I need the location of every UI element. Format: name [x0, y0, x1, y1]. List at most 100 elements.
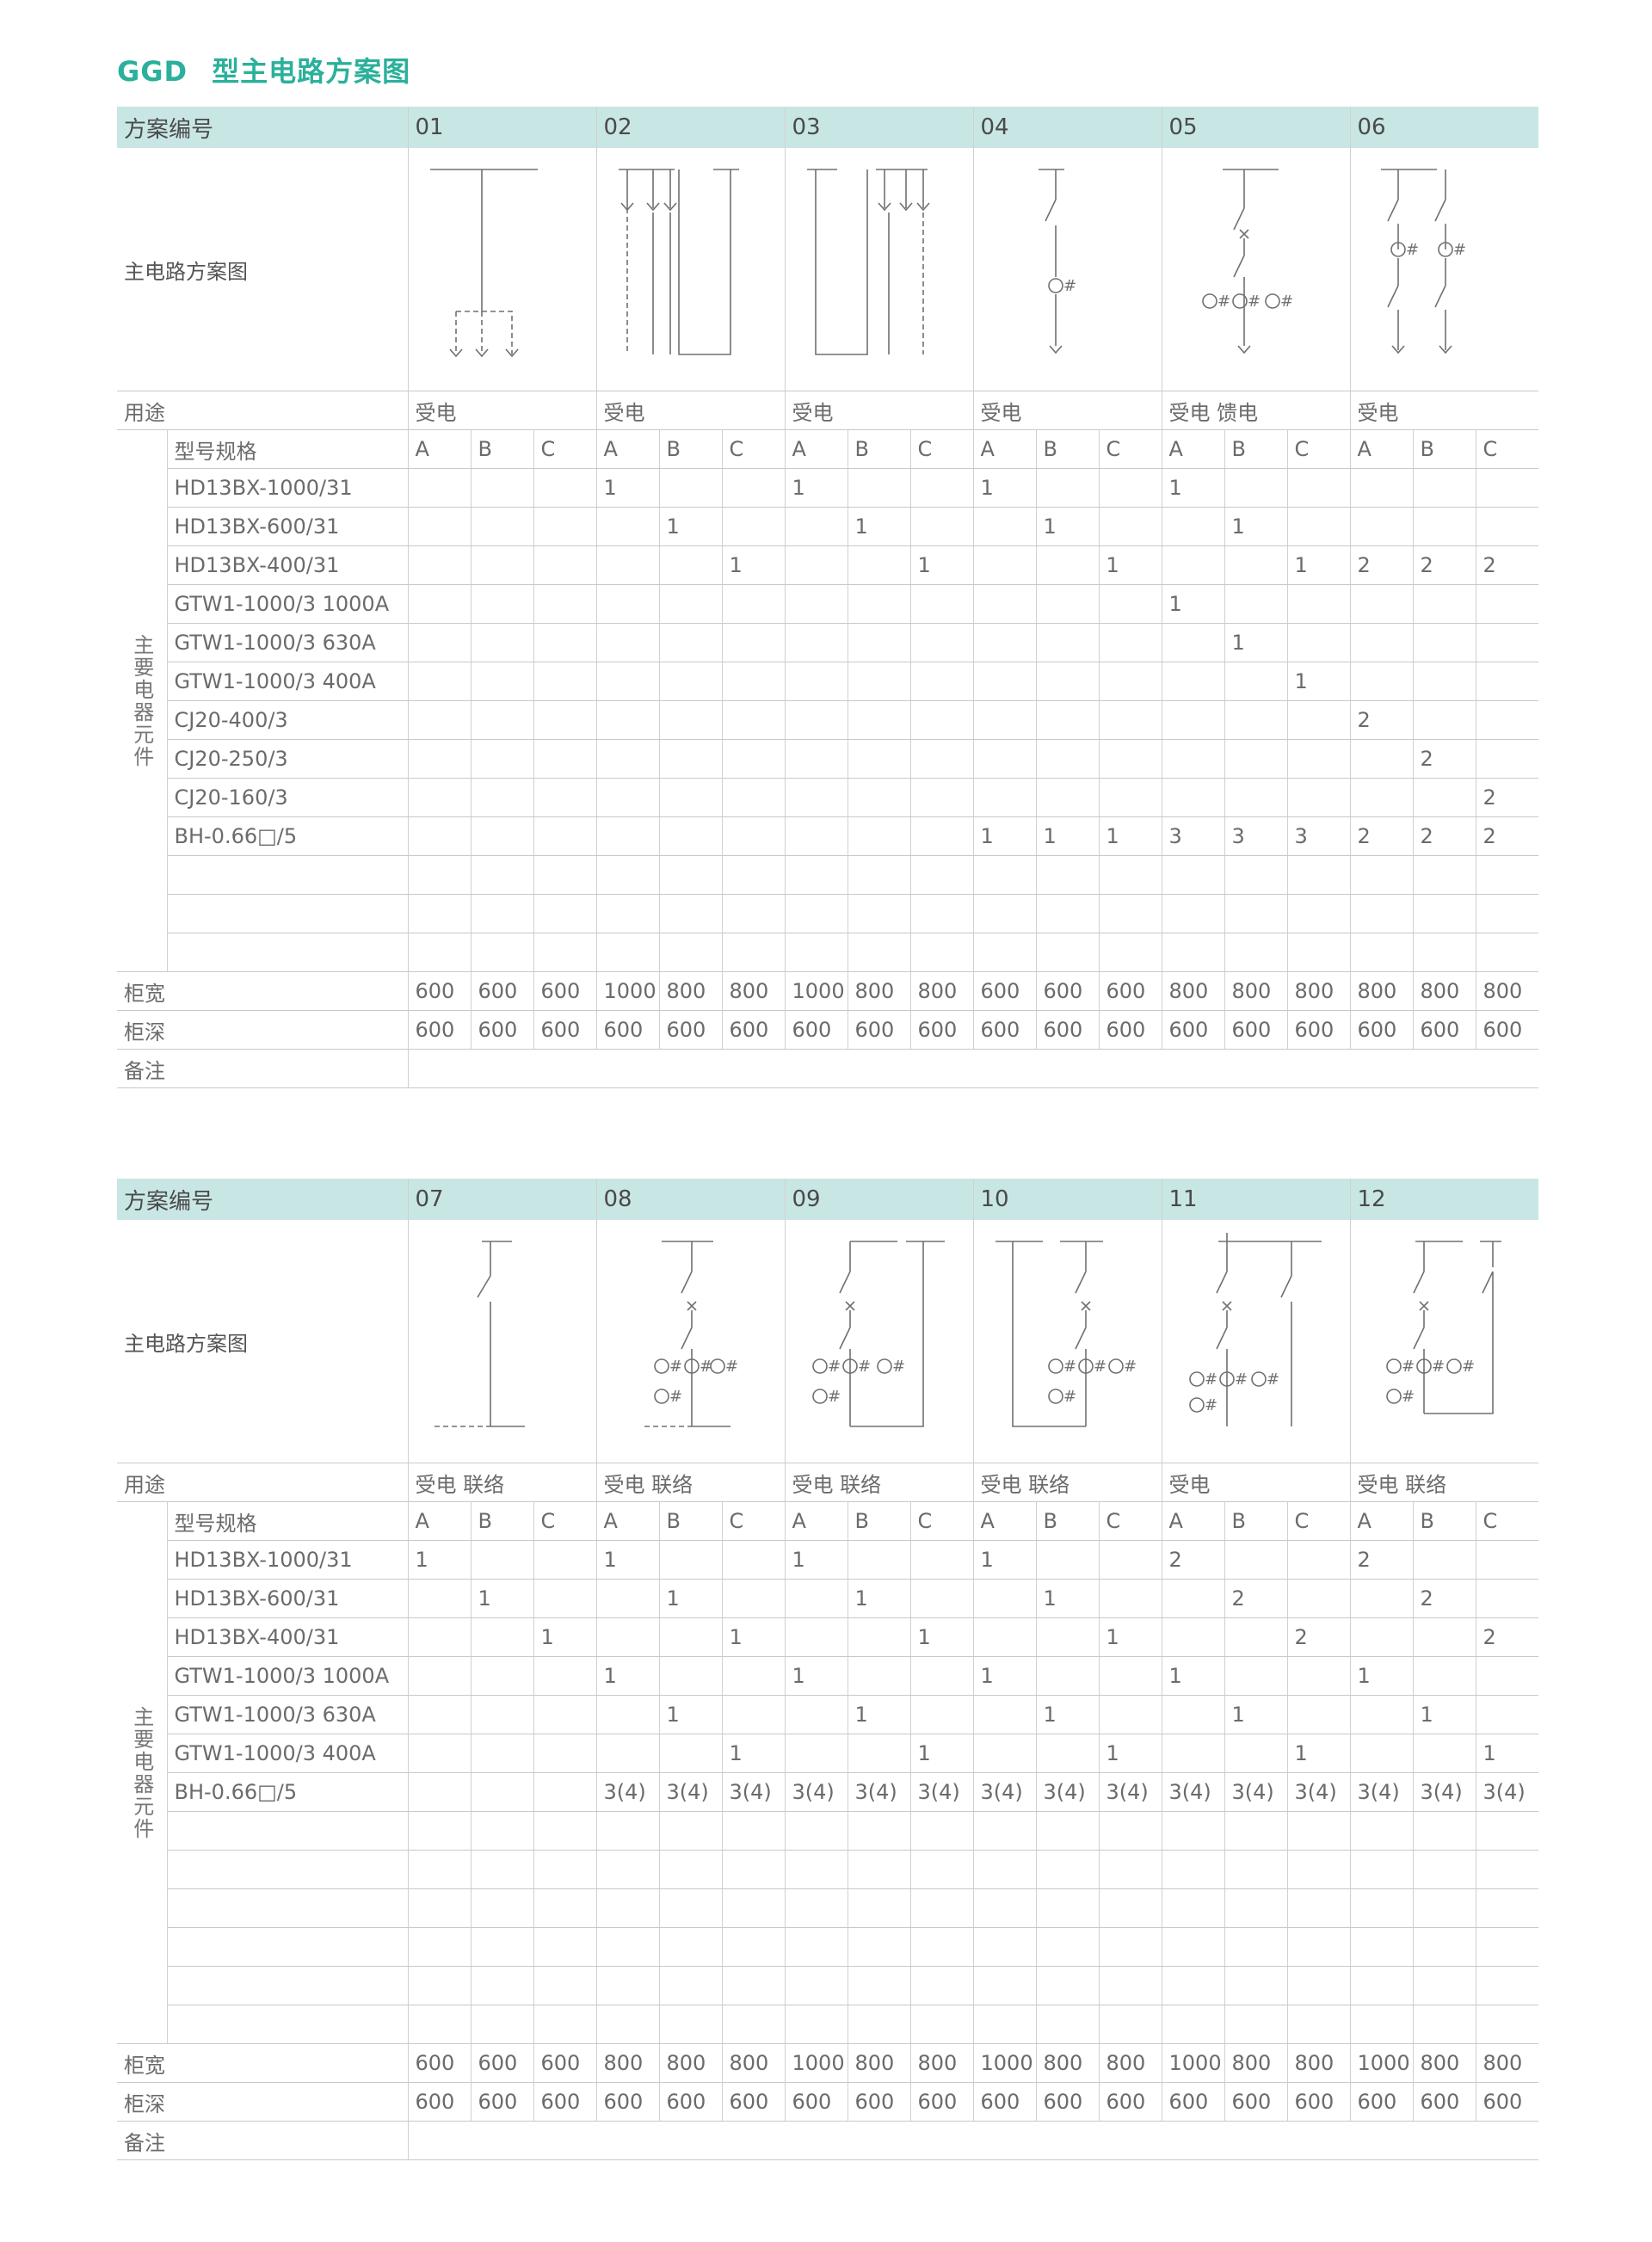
component-qty — [1036, 584, 1100, 624]
component-qty — [848, 816, 911, 856]
component-qty — [1476, 507, 1539, 546]
component-qty: 1 — [1036, 1695, 1100, 1734]
component-qty — [533, 584, 597, 624]
component-qty — [848, 662, 911, 701]
component-qty: 3(4) — [1099, 1772, 1162, 1812]
svg-text:#: # — [1205, 1370, 1217, 1389]
svg-text:#: # — [1063, 277, 1076, 295]
component-qty — [408, 1579, 472, 1618]
cabinet-depth: 600 — [1162, 2082, 1225, 2122]
component-qty: 3(4) — [1350, 1772, 1414, 1812]
component-qty — [1099, 1656, 1162, 1696]
component-qty — [1287, 1888, 1351, 1928]
component-qty — [848, 855, 911, 895]
subcol-header: C — [533, 1501, 597, 1541]
svg-text:#: # — [1402, 1358, 1415, 1376]
component-qty — [1476, 468, 1539, 508]
component-qty — [1162, 1734, 1225, 1773]
component-qty — [1413, 700, 1476, 740]
cabinet-depth: 600 — [1287, 1010, 1351, 1050]
component-qty — [1224, 468, 1288, 508]
component-qty — [408, 1850, 472, 1889]
component-qty — [408, 1772, 472, 1812]
component-qty — [1224, 1927, 1288, 1967]
component-qty — [973, 1966, 1037, 2005]
circuit-diagram-06: ## — [1350, 148, 1539, 391]
component-qty — [471, 584, 534, 624]
component-qty — [1099, 2005, 1162, 2044]
svg-text:#: # — [1205, 1396, 1217, 1414]
component-qty — [471, 816, 534, 856]
component-qty — [722, 855, 786, 895]
component-qty — [659, 1734, 723, 1773]
cabinet-width: 800 — [596, 2043, 660, 2083]
component-qty — [659, 1888, 723, 1928]
component-qty — [785, 2005, 848, 2044]
component-qty — [1350, 584, 1414, 624]
component-model: BH-0.66□/5 — [167, 1772, 409, 1812]
component-row — [117, 1888, 1539, 1928]
component-qty — [722, 700, 786, 740]
component-qty — [1350, 623, 1414, 662]
component-qty — [1350, 1579, 1414, 1618]
subcol-header: C — [910, 429, 974, 469]
subcol-header: A — [973, 1501, 1037, 1541]
cabinet-width: 800 — [1224, 2043, 1288, 2083]
component-row — [117, 1927, 1539, 1967]
component-qty — [722, 623, 786, 662]
component-qty: 3(4) — [1224, 1772, 1288, 1812]
component-qty — [1350, 1695, 1414, 1734]
component-qty — [848, 1927, 911, 1967]
model-spec-label: 型号规格 — [167, 429, 409, 469]
component-qty — [596, 662, 660, 701]
component-qty: 1 — [1476, 1734, 1539, 1773]
component-qty: 3 — [1224, 816, 1288, 856]
component-qty: 1 — [910, 1617, 974, 1657]
component-qty — [1036, 1617, 1100, 1657]
component-qty: 1 — [848, 507, 911, 546]
subcol-header: A — [596, 1501, 660, 1541]
component-qty — [910, 662, 974, 701]
component-model — [167, 933, 409, 972]
circuit-diagram-09: #### — [785, 1220, 974, 1463]
component-qty — [785, 855, 848, 895]
cabinet-depth: 600 — [659, 1010, 723, 1050]
component-qty — [785, 1734, 848, 1773]
component-qty — [1099, 1695, 1162, 1734]
component-qty: 1 — [408, 1540, 472, 1580]
component-qty — [408, 894, 472, 933]
usage-label: 用途 — [117, 391, 409, 430]
component-model: GTW1-1000/3 1000A — [167, 1656, 409, 1696]
component-qty: 2 — [1350, 700, 1414, 740]
subcol-header: A — [1162, 429, 1225, 469]
component-qty — [722, 933, 786, 972]
component-row — [117, 1966, 1539, 2005]
component-qty — [1099, 584, 1162, 624]
component-qty — [408, 1811, 472, 1851]
cabinet-width: 800 — [659, 2043, 723, 2083]
component-qty — [1476, 1695, 1539, 1734]
component-qty — [1162, 700, 1225, 740]
circuit-diagram-svg-11: #### — [1188, 1233, 1322, 1426]
component-qty — [973, 1734, 1037, 1773]
component-qty: 1 — [1287, 662, 1351, 701]
component-qty — [471, 1927, 534, 1967]
component-qty: 1 — [910, 1734, 974, 1773]
component-row — [117, 855, 1539, 895]
remark-value — [408, 2121, 1539, 2160]
component-qty — [1413, 855, 1476, 895]
components-vertical-label: 主要电器元件 — [117, 429, 168, 972]
component-qty: 1 — [785, 1656, 848, 1696]
component-qty — [533, 662, 597, 701]
svg-text:#: # — [858, 1358, 871, 1376]
component-qty — [659, 778, 723, 817]
component-qty — [722, 584, 786, 624]
subcol-header: B — [1413, 429, 1476, 469]
component-qty — [1036, 739, 1100, 779]
component-model: GTW1-1000/3 400A — [167, 1734, 409, 1773]
component-qty — [1036, 933, 1100, 972]
scheme-no-12: 12 — [1350, 1179, 1539, 1220]
component-qty — [1350, 933, 1414, 972]
